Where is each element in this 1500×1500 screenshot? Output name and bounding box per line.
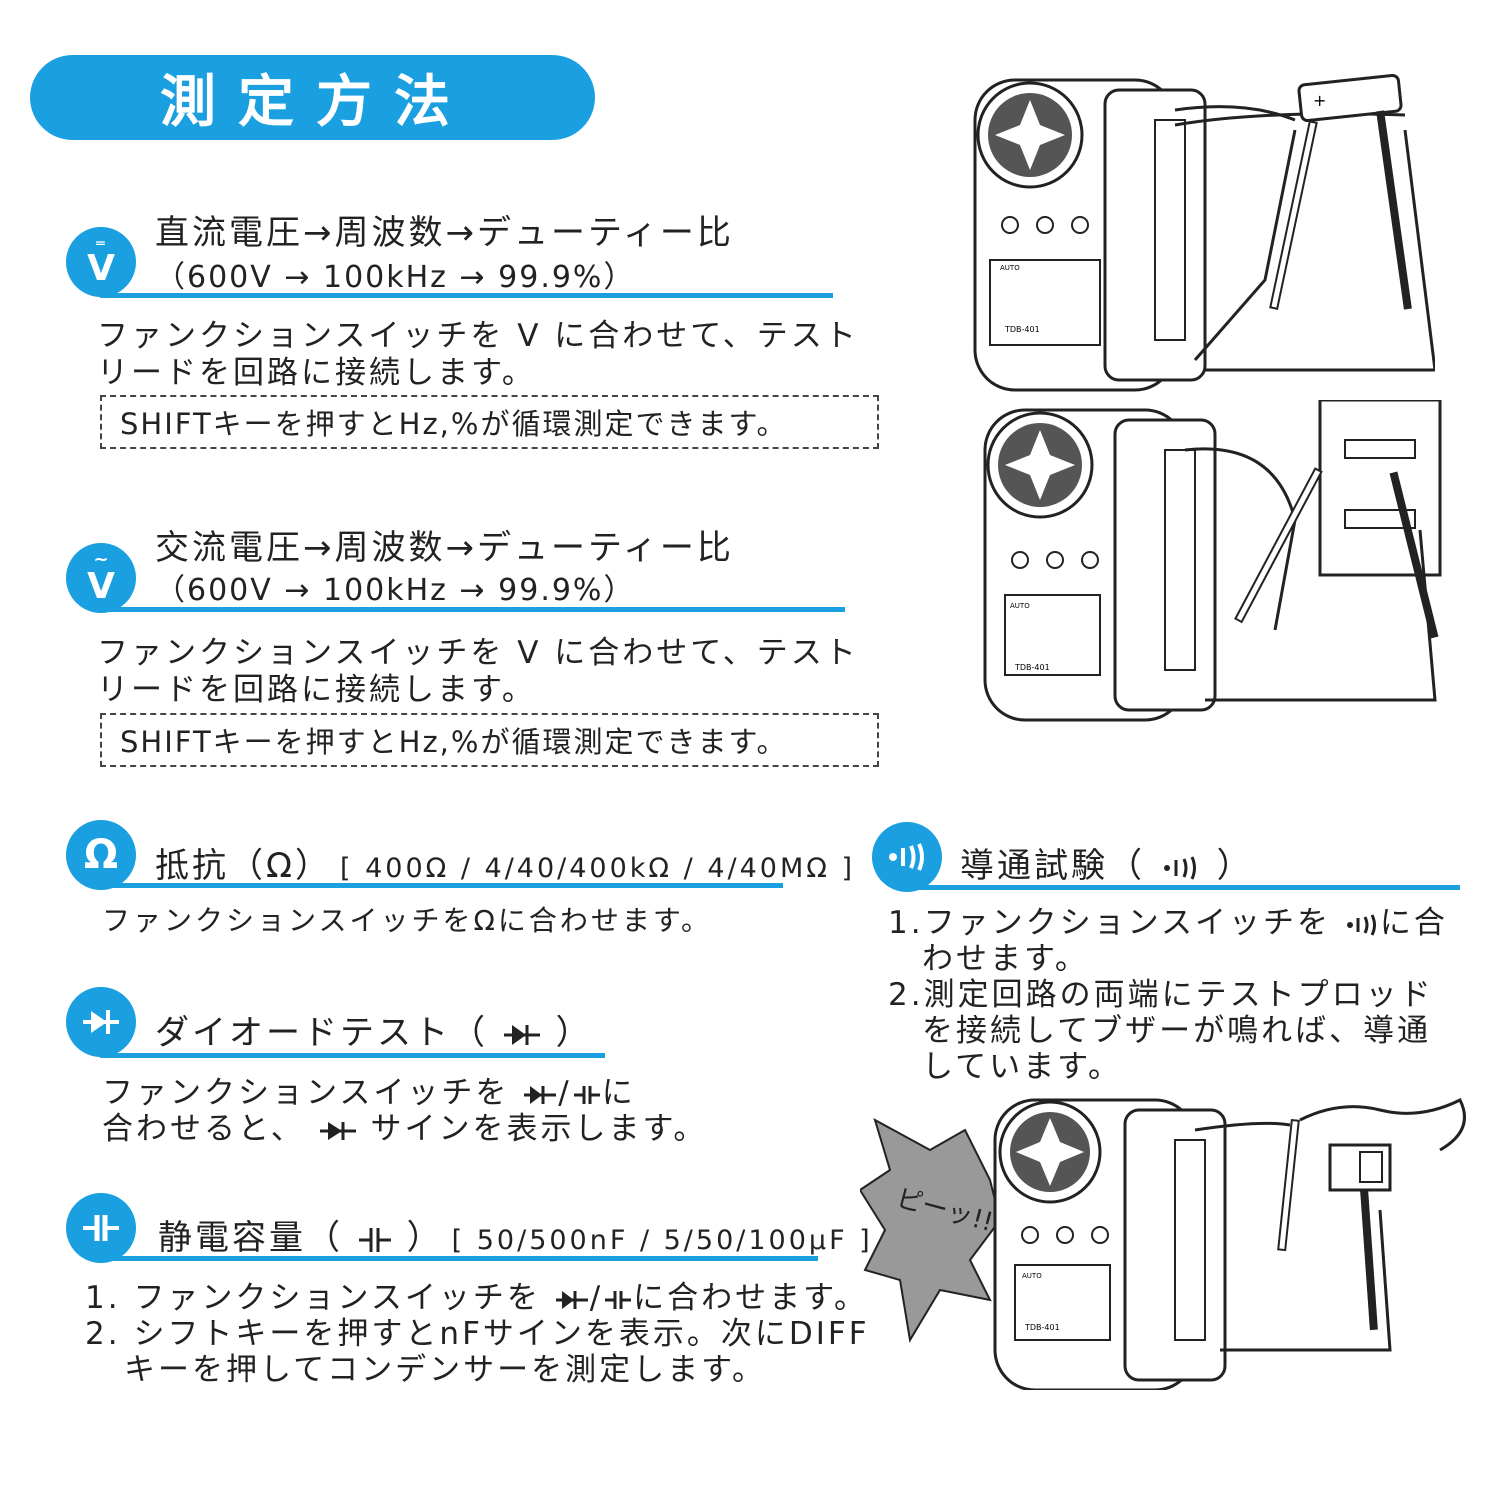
diode-heading: ダイオードテスト（ ） (155, 1013, 593, 1053)
dcv-body-2: リードを回路に接続します。 (97, 355, 536, 391)
ac-voltage-icon: ~ V (66, 543, 136, 613)
capacitor-icon (66, 1193, 136, 1263)
device-model-label-2: TDB-401 (1014, 663, 1050, 672)
device-model-label-3: TDB-401 (1024, 1323, 1060, 1332)
dcv-body-1: ファンクションスイッチを V に合わせて、テスト (97, 318, 859, 354)
capacitor-symbol-icon (358, 1227, 391, 1252)
diode-symbol-icon (503, 1024, 540, 1045)
resistance-body: ファンクションスイッチをΩに合わせます。 (102, 904, 713, 937)
device-auto-label-3: AUTO (1022, 1272, 1042, 1280)
page-title: 測定方法 (160, 70, 472, 135)
acv-note: SHIFTキーを押すとHz,%が循環測定できます。 (100, 713, 879, 767)
capacitor-small-icon-2 (605, 1290, 632, 1309)
acv-body-2: リードを回路に接続します。 (97, 672, 536, 708)
continuity-heading: 導通試験（ ） (960, 846, 1254, 886)
acv-heading: 交流電圧→周波数→デューティー比 (155, 528, 734, 568)
battery-plus-label: + (1313, 91, 1326, 110)
diode-small-icon (524, 1085, 557, 1104)
diode-sign-icon (319, 1121, 356, 1140)
device-auto-label: AUTO (1000, 264, 1020, 272)
capacitance-underline (100, 1256, 818, 1261)
diode-small-icon-2 (555, 1290, 588, 1309)
continuity-step-2a: 2.測定回路の両端にテストプロッド (888, 977, 1434, 1013)
multimeter-battery-illustration: AUTO TDB-401 + (973, 73, 1435, 392)
ohm-icon: Ω (66, 820, 136, 890)
acv-underline (100, 607, 845, 612)
continuity-step-1b: わせます。 (922, 941, 1089, 977)
multimeter-continuity-illustration: ピーッ!! AUTO TDB-401 (860, 1097, 1466, 1390)
resistance-heading: 抵抗（Ω）[ 400Ω / 4/40/400kΩ / 4/40MΩ ] (155, 846, 855, 886)
diode-body-2: 合わせると、 サインを表示します。 (102, 1111, 708, 1147)
device-auto-label-2: AUTO (1010, 602, 1030, 610)
dcv-sub: （600V → 100kHz → 99.9%） (155, 260, 636, 295)
capacitance-step-2a: 2. シフトキーを押すとnFサインを表示。次にDIFF (85, 1316, 870, 1352)
resistance-underline (100, 883, 783, 888)
dc-voltage-icon: ═ V (66, 227, 136, 297)
continuity-step-2c: しています。 (922, 1049, 1122, 1085)
continuity-icon (872, 822, 942, 892)
dcv-heading: 直流電圧→周波数→デューティー比 (155, 213, 734, 253)
multimeter-outlet-illustration: AUTO TDB-401 (983, 400, 1442, 722)
diode-icon (66, 987, 136, 1057)
capacitance-step-1: 1. ファンクションスイッチを /に合わせます。 (85, 1280, 869, 1316)
continuity-symbol-icon (1163, 855, 1196, 880)
title-banner: 測定方法 (30, 55, 595, 140)
capacitor-small-icon (573, 1085, 600, 1104)
dcv-note: SHIFTキーを押すとHz,%が循環測定できます。 (100, 395, 879, 449)
continuity-small-icon (1346, 913, 1376, 936)
acv-sub: （600V → 100kHz → 99.9%） (155, 573, 636, 608)
diode-underline (100, 1053, 605, 1058)
capacitance-step-2b: キーを押してコンデンサーを測定します。 (124, 1352, 766, 1388)
continuity-underline (905, 885, 1460, 890)
capacitance-heading: 静電容量（ ）[ 50/500nF / 5/50/100μF ] (158, 1218, 873, 1258)
acv-body-1: ファンクションスイッチを V に合わせて、テスト (97, 635, 859, 671)
continuity-step-2b: を接続してブザーが鳴れば、導通 (922, 1013, 1432, 1049)
diode-body-1: ファンクションスイッチを /に (102, 1075, 636, 1111)
continuity-step-1a: 1.ファンクションスイッチを に合 (888, 905, 1448, 941)
dcv-underline (100, 293, 833, 298)
device-model-label: TDB-401 (1004, 325, 1040, 334)
